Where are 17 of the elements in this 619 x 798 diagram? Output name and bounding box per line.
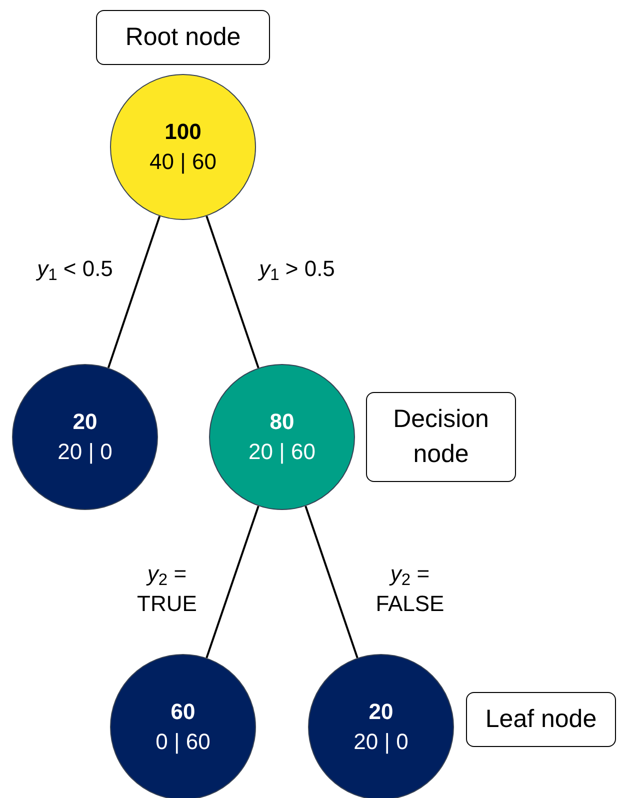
sample-count: 20 [72, 408, 98, 436]
sample-count: 60 [170, 698, 196, 726]
connector-line [107, 216, 161, 368]
sample-count: 80 [270, 408, 294, 436]
connector-line [206, 506, 260, 658]
label-box: Leaf node [466, 692, 616, 747]
class-split: 20 | 0 [58, 438, 112, 466]
label-box: Root node [96, 10, 270, 65]
connector-line [304, 506, 358, 658]
connector-line [206, 216, 260, 368]
class-split: 20 | 60 [248, 438, 316, 466]
class-split: 0 | 60 [156, 728, 210, 756]
label-box: Decision node [366, 392, 516, 482]
class-split: 20 | 0 [354, 728, 408, 756]
sample-count: 20 [368, 698, 394, 726]
class-split: 40 | 60 [150, 148, 216, 176]
sample-count: 100 [164, 118, 202, 146]
